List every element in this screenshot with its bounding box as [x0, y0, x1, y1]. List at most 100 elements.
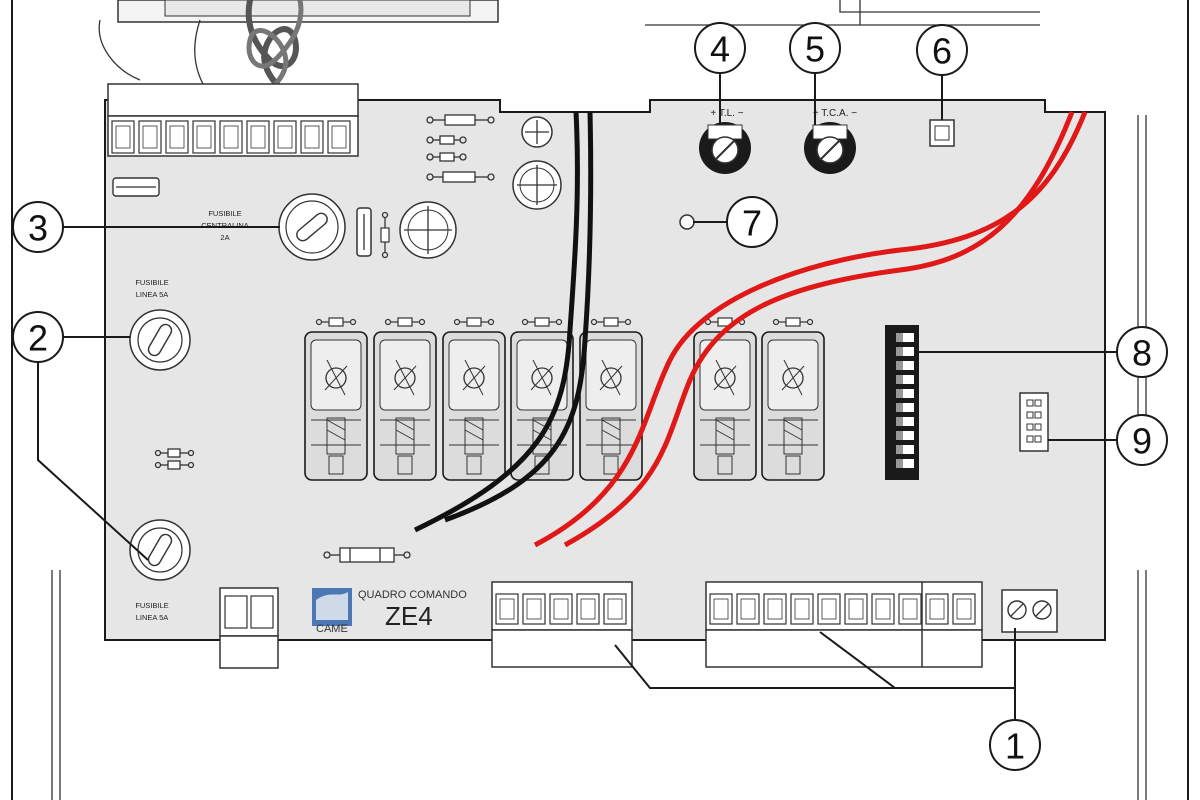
- trimmer-tl: + T.L. −: [699, 108, 751, 174]
- terminal-screw: [902, 598, 918, 620]
- wires-black: [413, 111, 594, 533]
- fuse-linea-top-label-2: LINEA 5A: [136, 290, 169, 299]
- component-cluster-fuse: [356, 201, 457, 259]
- terminal-screw: [142, 125, 158, 149]
- callout-number: 6: [932, 31, 952, 72]
- terminal-screw: [794, 598, 810, 620]
- resistor-bottom: [323, 547, 411, 563]
- header-pin: [1026, 411, 1034, 419]
- fuse-centralina-label-2: CENTRALINA: [201, 221, 249, 230]
- header-pin: [1034, 411, 1042, 419]
- terminal-screw: [304, 125, 320, 149]
- terminal-block-5pin: [491, 581, 633, 668]
- terminal-slot: [844, 593, 868, 625]
- terminal-slot: [273, 120, 297, 154]
- header-pin: [1026, 435, 1034, 443]
- terminal-block-2pin: [219, 587, 279, 669]
- fuse-linea-bottom-label-2: LINEA 5A: [136, 613, 169, 622]
- terminal-slot: [576, 593, 600, 625]
- header-pin: [1026, 423, 1034, 431]
- fuse-centralina-label-1: FUSIBILE: [208, 209, 241, 218]
- terminal-slot: [952, 593, 976, 625]
- terminal-slot: [603, 593, 627, 625]
- terminal-slot: [925, 593, 949, 625]
- terminal-screw: [713, 598, 729, 620]
- fuse-linea-bottom-label-1: FUSIBILE: [135, 601, 168, 610]
- callout-6: 6: [916, 24, 968, 76]
- header-connector: [1019, 392, 1049, 452]
- dip-switch: [885, 325, 919, 480]
- relay: [693, 317, 757, 481]
- callout-leaders: [37, 72, 1118, 722]
- mounting-screw-top: [512, 116, 562, 210]
- callout-number: 9: [1132, 421, 1152, 462]
- terminal-screw: [250, 125, 266, 149]
- terminal-screw: [196, 125, 212, 149]
- header-pin: [1034, 399, 1042, 407]
- terminal-screw: [607, 598, 623, 620]
- callout-9: 9: [1116, 414, 1168, 466]
- terminal-screw: [580, 598, 596, 620]
- dip-key: [896, 459, 914, 468]
- terminal-slot: [522, 593, 546, 625]
- fuse-linea-top-label-1: FUSIBILE: [135, 278, 168, 287]
- terminal-screw: [526, 598, 542, 620]
- terminal-screw: [956, 598, 972, 620]
- fuse-centralina-label-3: 2A: [220, 233, 229, 242]
- model-name: ZE4: [385, 601, 433, 631]
- relay: [579, 317, 643, 481]
- brand-line: QUADRO COMANDO: [358, 589, 467, 601]
- relay: [761, 317, 825, 481]
- terminal-slot: [871, 593, 895, 625]
- callout-number: 2: [28, 318, 48, 359]
- callout-number: 3: [28, 208, 48, 249]
- terminal-slot: [327, 120, 351, 154]
- pushbutton: [929, 119, 955, 147]
- terminal-slot: [898, 593, 922, 625]
- fuse-linea-bottom: FUSIBILE LINEA 5A: [129, 519, 191, 622]
- terminal-slot: [709, 593, 733, 625]
- dip-key: [896, 347, 914, 356]
- fuse-centralina: FUSIBILE CENTRALINA 2A: [201, 193, 346, 261]
- terminal-slot: [192, 120, 216, 154]
- relay: [510, 317, 574, 481]
- dip-key: [896, 417, 914, 426]
- dip-key: [896, 333, 914, 342]
- terminal-screw: [740, 598, 756, 620]
- terminal-screw: [223, 125, 239, 149]
- terminal-screw: [277, 125, 293, 149]
- callout-8: 8: [1116, 326, 1168, 378]
- led-indicator: [679, 214, 695, 230]
- relay-bank: [304, 317, 825, 481]
- callout-number: 4: [710, 29, 730, 70]
- terminal-slot: [817, 593, 841, 625]
- dip-key: [896, 431, 914, 440]
- terminal-screw: [848, 598, 864, 620]
- terminal-slot: [165, 120, 189, 154]
- dip-key: [896, 445, 914, 454]
- callout-number: 5: [805, 29, 825, 70]
- dip-key: [896, 389, 914, 398]
- dip-key: [896, 375, 914, 384]
- diode-pair-left: [154, 448, 195, 470]
- terminal-slot: [495, 593, 519, 625]
- callout-markers: 1 2 3 4 5 6 7 8 9: [12, 22, 1168, 771]
- terminal-block-10pin: [705, 581, 983, 668]
- callout-number: 1: [1005, 726, 1025, 767]
- callout-number: 8: [1132, 333, 1152, 374]
- relay: [442, 317, 506, 481]
- callout-2: 2: [12, 311, 64, 363]
- terminal-screw: [115, 125, 131, 149]
- wires-red: [533, 111, 1088, 548]
- logo-text: CAME: [316, 623, 348, 635]
- header-pin: [1034, 435, 1042, 443]
- terminal-screw: [875, 598, 891, 620]
- enclosure-frame: [11, 0, 1189, 800]
- terminal-screw: [929, 598, 945, 620]
- callout-7: 7: [726, 196, 778, 248]
- fuse-linea-top: FUSIBILE LINEA 5A: [129, 278, 191, 371]
- resistor-group-top: [426, 114, 495, 183]
- callout-number: 7: [742, 203, 762, 244]
- relay: [373, 317, 437, 481]
